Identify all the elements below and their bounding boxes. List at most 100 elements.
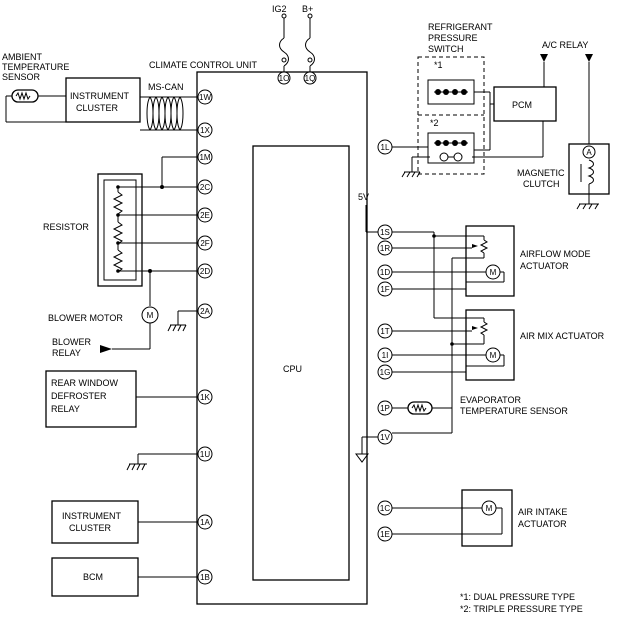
pin-1B: 1B (197, 569, 213, 585)
svg-text:2D: 2D (200, 267, 210, 276)
pin-1W: 1W (197, 89, 213, 105)
svg-text:PRESSURE: PRESSURE (428, 33, 478, 43)
pin-1R: 1R (377, 240, 393, 256)
svg-text:1K: 1K (200, 393, 210, 402)
svg-text:1C: 1C (380, 504, 390, 513)
svg-text:ACTUATOR: ACTUATOR (518, 519, 567, 529)
svg-text:REAR WINDOW: REAR WINDOW (51, 378, 119, 388)
svg-text:M: M (490, 268, 497, 277)
pin-1V: 1V (377, 429, 393, 445)
footnote-2: *2: TRIPLE PRESSURE TYPE (460, 604, 583, 614)
svg-text:RESISTOR: RESISTOR (43, 222, 89, 232)
bcm: BCM (51, 557, 198, 597)
cpu-box (252, 145, 350, 581)
air-mix-actuator: AIR MIX ACTUATOR M (465, 309, 605, 381)
pin-2D: 2D (197, 263, 213, 279)
svg-text:2E: 2E (200, 211, 210, 220)
pin-1U: 1U (197, 446, 213, 462)
evaporator-temperature-sensor: EVAPORATOR TEMPERATURE SENSOR (407, 395, 568, 416)
svg-text:2A: 2A (200, 307, 210, 316)
b-plus-fuse: B+ (302, 4, 315, 72)
svg-text:M: M (490, 351, 497, 360)
svg-text:SENSOR: SENSOR (2, 72, 41, 82)
svg-text:1M: 1M (199, 153, 210, 162)
airflow-mode-actuator: AIRFLOW MODE ACTUATOR M (465, 225, 591, 297)
resistor: RESISTOR (43, 173, 198, 287)
ac-relay: A/C RELAY (540, 40, 593, 144)
svg-text:TEMPERATURE: TEMPERATURE (2, 62, 69, 72)
svg-text:BLOWER: BLOWER (52, 337, 92, 347)
pin-1K: 1K (197, 389, 213, 405)
pcm: PCM (493, 86, 557, 122)
svg-text:2F: 2F (200, 239, 209, 248)
pin-1O: 1O (277, 71, 291, 85)
svg-text:INSTRUMENT: INSTRUMENT (70, 91, 129, 101)
svg-text:1O: 1O (279, 74, 290, 83)
refrigerant-pressure-switch: REFRIGERANT PRESSURE SWITCH *1 *2 (417, 22, 493, 175)
svg-text:1P: 1P (380, 404, 390, 413)
blower-motor: BLOWER MOTOR M (48, 269, 159, 353)
svg-text:MAGNETIC: MAGNETIC (517, 168, 565, 178)
ig2-fuse: IG2 (272, 4, 289, 72)
rear-window-defroster-relay: REAR WINDOW DEFROSTER RELAY (45, 370, 198, 428)
svg-text:PCM: PCM (512, 100, 532, 110)
pin-1M: 1M (197, 149, 213, 165)
svg-text:1T: 1T (380, 327, 389, 336)
svg-text:1V: 1V (380, 433, 390, 442)
instrument-cluster-top: INSTRUMENT CLUSTER (65, 77, 141, 123)
svg-text:CLUSTER: CLUSTER (69, 523, 112, 533)
svg-text:MS-CAN: MS-CAN (148, 82, 184, 92)
pin-1X: 1X (197, 122, 213, 138)
pin-2A: 2A (197, 303, 213, 319)
svg-text:A: A (586, 148, 592, 157)
svg-text:1B: 1B (200, 573, 210, 582)
svg-text:DEFROSTER: DEFROSTER (51, 391, 107, 401)
pin-2F: 2F (197, 235, 213, 251)
pin-2E: 2E (197, 207, 213, 223)
svg-text:AIR MIX ACTUATOR: AIR MIX ACTUATOR (520, 331, 605, 341)
svg-text:BLOWER MOTOR: BLOWER MOTOR (48, 313, 123, 323)
svg-text:*1: *1 (434, 60, 443, 70)
svg-text:1U: 1U (200, 450, 210, 459)
instrument-cluster-bottom: INSTRUMENT CLUSTER (51, 500, 198, 544)
pin-1T: 1T (377, 323, 393, 339)
svg-text:1L: 1L (381, 143, 390, 152)
pin-1A: 1A (197, 514, 213, 530)
svg-text:REFRIGERANT: REFRIGERANT (428, 22, 493, 32)
svg-text:CLUSTER: CLUSTER (76, 103, 119, 113)
svg-text:TEMPERATURE SENSOR: TEMPERATURE SENSOR (460, 406, 568, 416)
svg-text:AIR INTAKE: AIR INTAKE (518, 507, 567, 517)
pin-1S: 1S (377, 224, 393, 240)
svg-text:AIRFLOW MODE: AIRFLOW MODE (520, 249, 591, 259)
pin-1E: 1E (377, 526, 393, 542)
ground-1U (126, 453, 198, 471)
svg-text:M: M (486, 504, 493, 513)
svg-text:A/C RELAY: A/C RELAY (542, 40, 588, 50)
blower-relay: BLOWER RELAY (52, 337, 92, 358)
svg-text:*2: *2 (430, 118, 439, 128)
pin-1Q: 1Q (303, 71, 317, 85)
svg-text:M: M (147, 311, 154, 320)
svg-text:1E: 1E (380, 530, 390, 539)
pin-1P: 1P (377, 400, 393, 416)
svg-text:IG2: IG2 (272, 4, 287, 14)
svg-text:1R: 1R (380, 244, 390, 253)
pin-1C: 1C (377, 500, 393, 516)
svg-text:RELAY: RELAY (51, 404, 80, 414)
svg-text:EVAPORATOR: EVAPORATOR (460, 395, 522, 405)
ground-2A (167, 310, 198, 332)
svg-text:1Q: 1Q (305, 74, 316, 83)
svg-text:B+: B+ (302, 4, 313, 14)
svg-text:1G: 1G (380, 368, 391, 377)
svg-text:2C: 2C (200, 183, 210, 192)
pin-1I: 1I (377, 347, 393, 363)
svg-text:1A: 1A (200, 518, 210, 527)
pin-2C: 2C (197, 179, 213, 195)
svg-text:1D: 1D (380, 268, 390, 277)
svg-text:1S: 1S (380, 228, 390, 237)
5v-label: 5V (358, 192, 369, 202)
svg-text:1W: 1W (199, 93, 211, 102)
cpu-label: CPU (283, 364, 302, 374)
svg-text:CLUTCH: CLUTCH (523, 179, 560, 189)
